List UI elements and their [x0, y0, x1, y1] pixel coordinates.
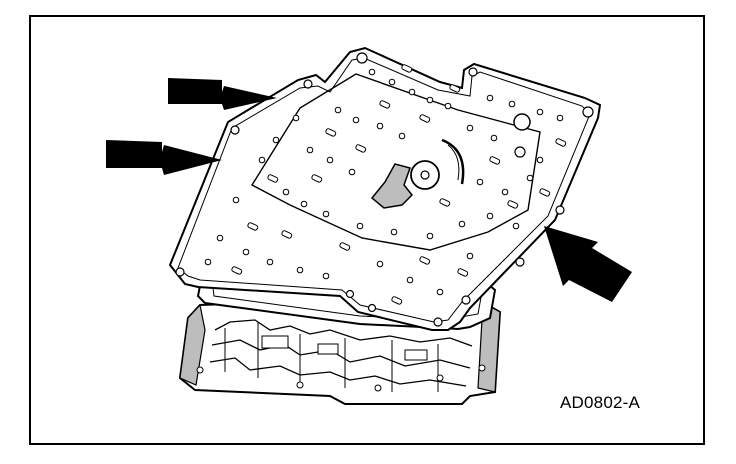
arrow-icon	[544, 226, 632, 302]
figure-code-label: AD0802-A	[560, 393, 641, 412]
arrow-icon	[106, 140, 222, 175]
front-gasket	[168, 46, 602, 331]
arrow-icon	[168, 78, 277, 110]
